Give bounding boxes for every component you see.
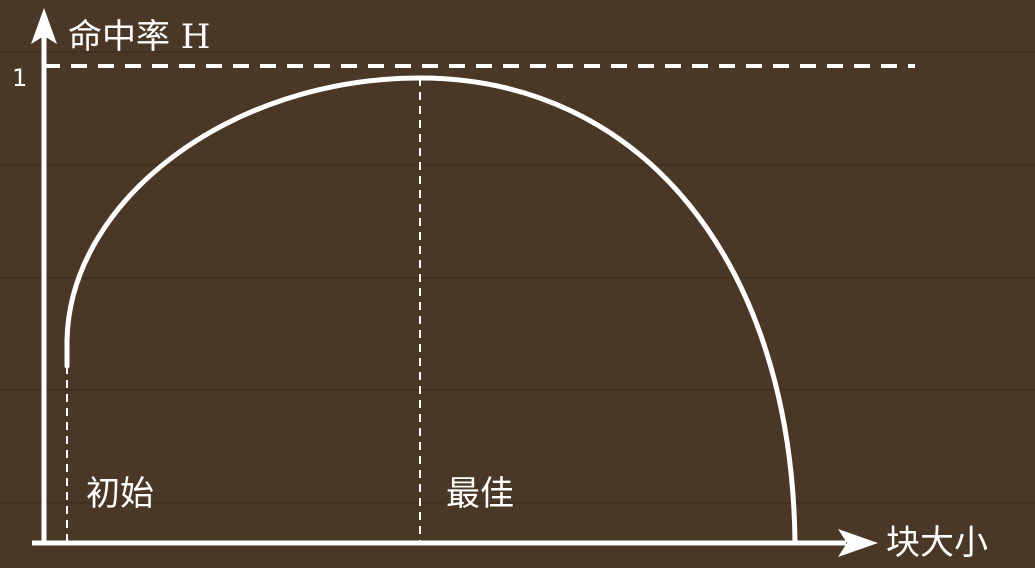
best-label: 最佳 (446, 474, 514, 514)
y-axis-arrow-icon (31, 8, 57, 44)
x-axis-label: 块大小 (886, 523, 988, 563)
x-axis-arrow-icon (838, 529, 878, 557)
y-axis-label: 命中率 H (68, 17, 211, 57)
y-tick-label: 1 (12, 64, 28, 92)
background-grid (0, 51, 1035, 504)
hit-rate-curve (64, 75, 798, 546)
initial-label: 初始 (86, 474, 154, 514)
